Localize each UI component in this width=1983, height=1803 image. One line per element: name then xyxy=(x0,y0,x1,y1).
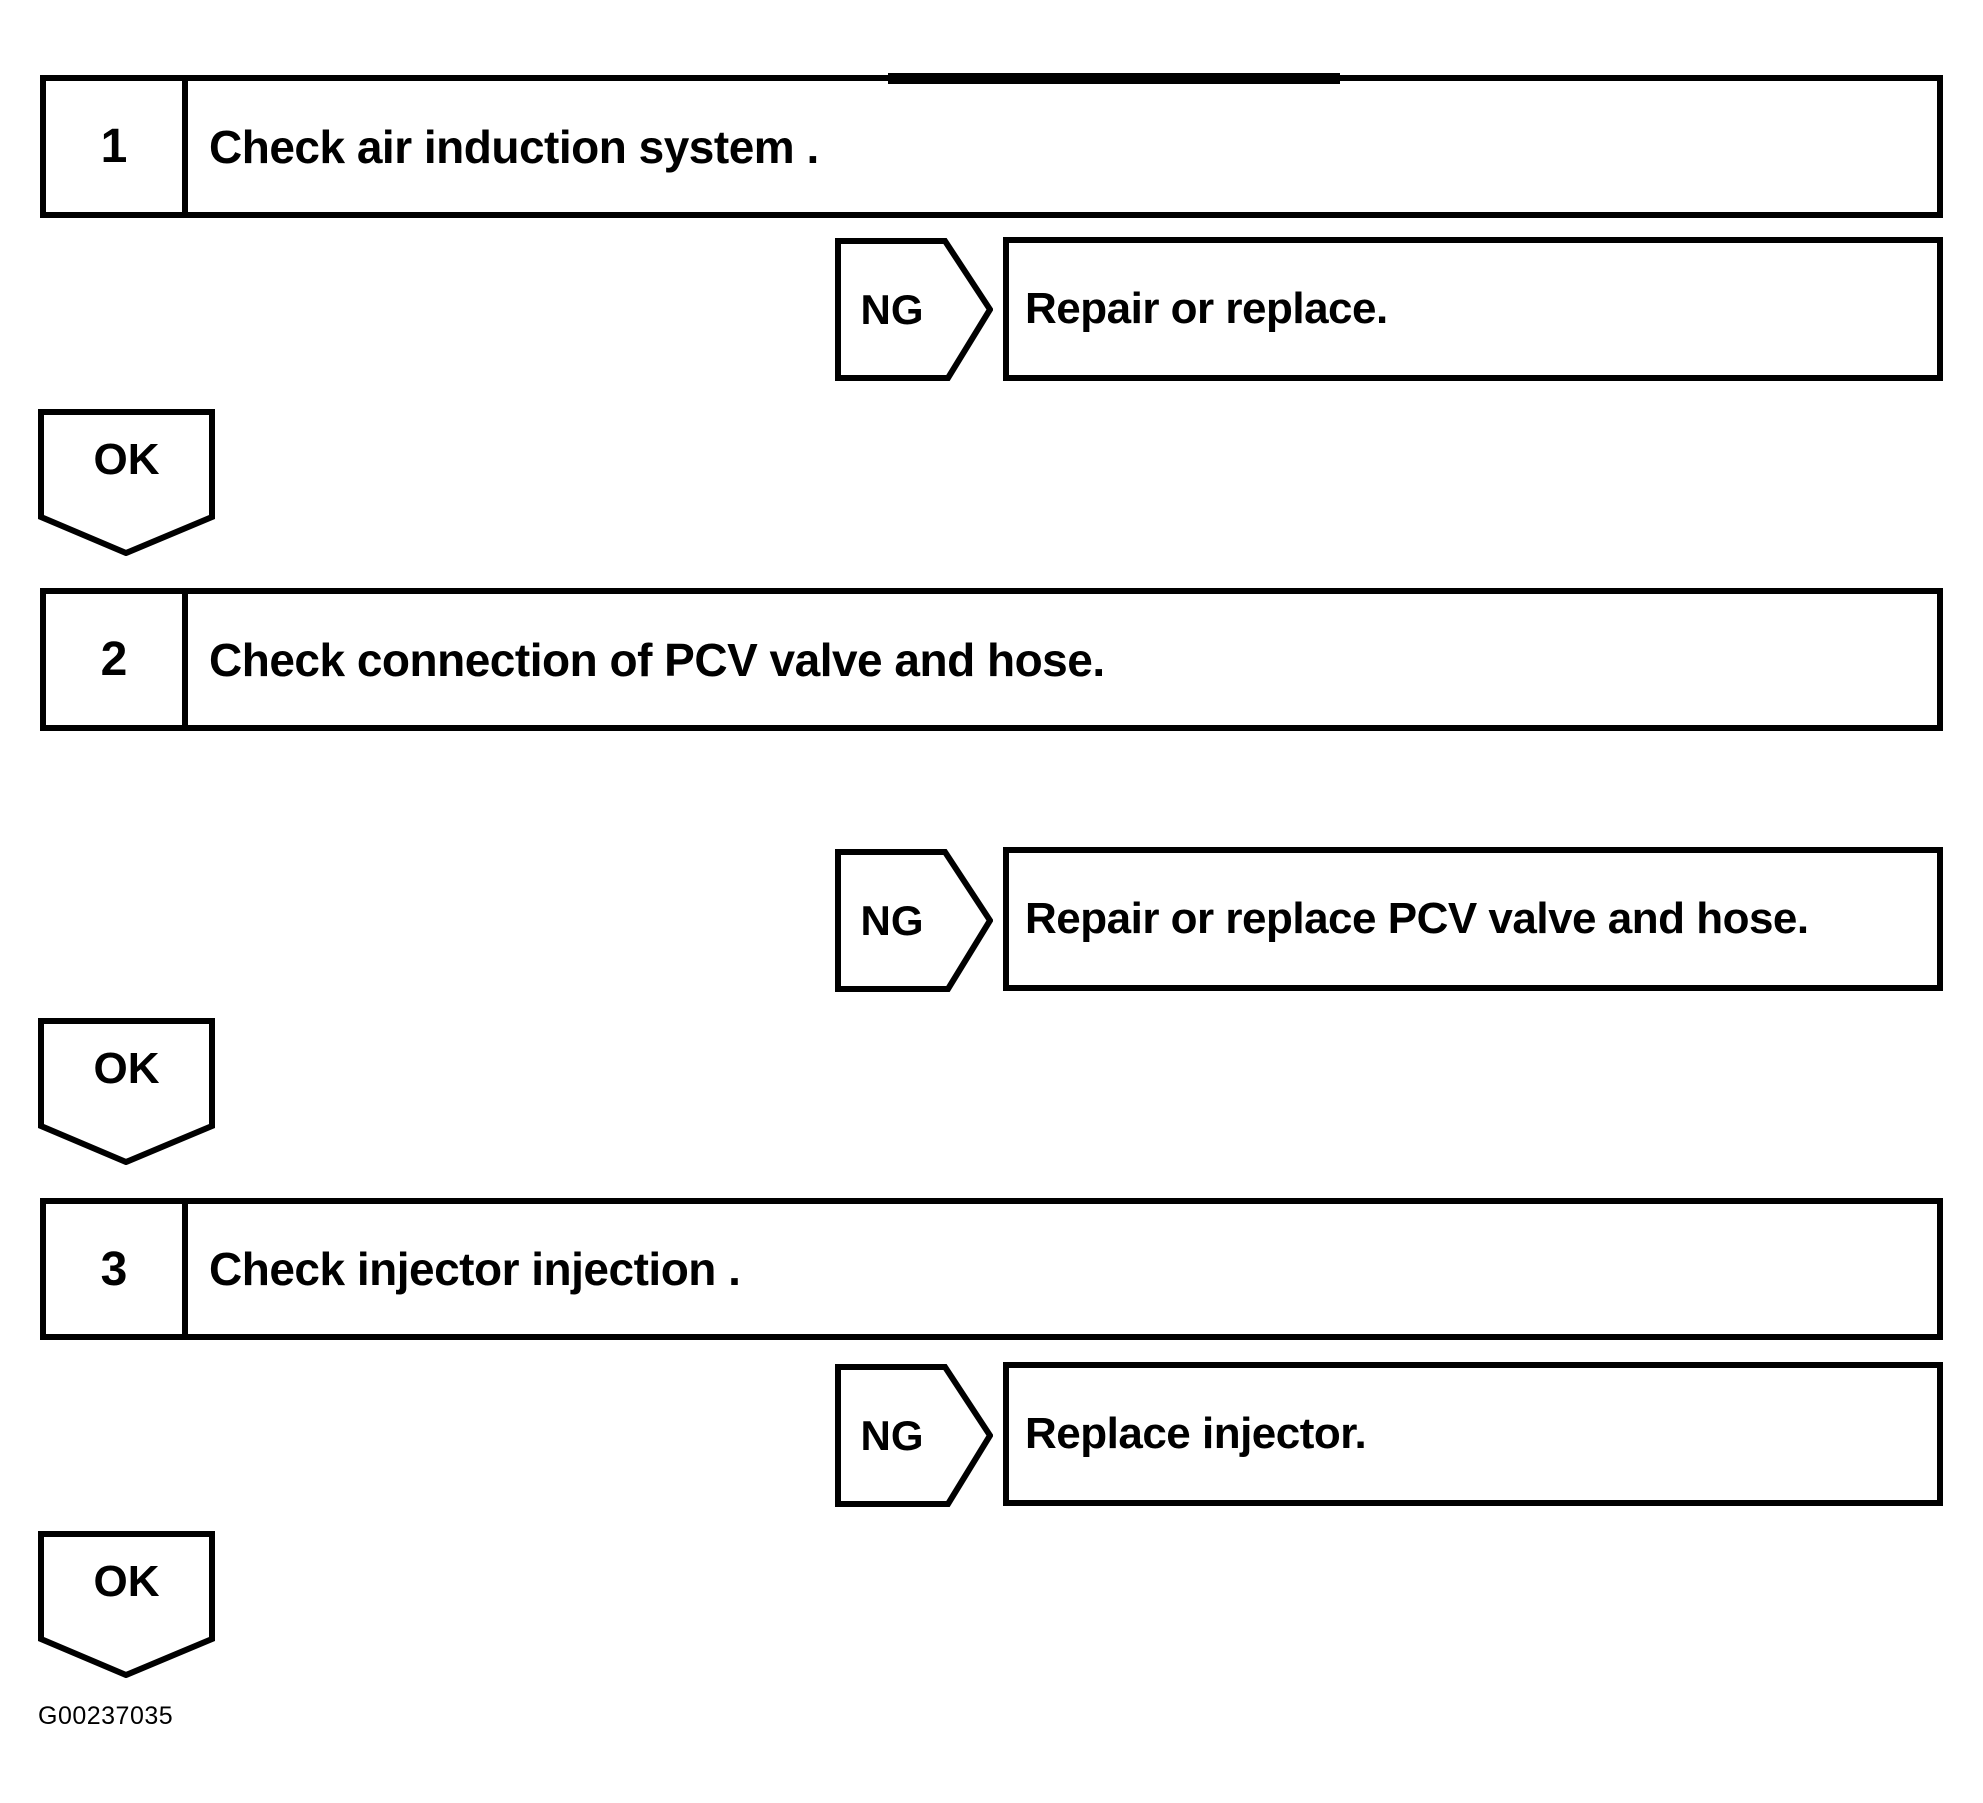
step-2-ok-badge: OK xyxy=(38,1018,215,1165)
step-2-ng-badge: NG xyxy=(835,849,993,992)
figure-code: G00237035 xyxy=(38,1702,174,1730)
step-3-ok-label: OK xyxy=(93,1557,160,1606)
step-3-ng-result-box: Replace injector. xyxy=(1003,1362,1943,1506)
ng-arrow-shape xyxy=(835,1364,993,1507)
step-2-ng-result-box: Repair or replace PCV valve and hose. xyxy=(1003,847,1943,991)
step-2-number: 2 xyxy=(46,594,188,725)
step-1-instruction: Check air induction system . xyxy=(209,120,819,173)
step-3-ng-badge: NG xyxy=(835,1364,993,1507)
step-3-instruction: Check injector injection . xyxy=(209,1243,741,1295)
step-1-ng-badge: NG xyxy=(835,238,993,381)
step-1-ng-result-box: Repair or replace. xyxy=(1003,237,1943,381)
step-1-ok-label: OK xyxy=(93,435,160,484)
step-1-ok-badge: OK xyxy=(38,409,215,556)
step-3-number: 3 xyxy=(46,1204,188,1334)
step-2-ng-result-text: Repair or replace PCV valve and hose. xyxy=(1025,894,1809,943)
step-1-number: 1 xyxy=(46,81,188,212)
step-2-box: 2 Check connection of PCV valve and hose… xyxy=(40,588,1943,731)
ok-pentagon-shape xyxy=(38,409,215,556)
step-1-ng-result-text: Repair or replace. xyxy=(1025,284,1388,333)
step-3-ok-badge: OK xyxy=(38,1531,215,1678)
ng-arrow-shape xyxy=(835,238,993,381)
step-3-ng-label: NG xyxy=(860,1411,924,1459)
step-2-ng-label: NG xyxy=(860,896,924,944)
ng-arrow-shape xyxy=(835,849,993,992)
step-1-ng-label: NG xyxy=(860,285,924,333)
scan-artifact-line xyxy=(888,73,1340,84)
step-3-box: 3 Check injector injection . xyxy=(40,1198,1943,1340)
step-2-instruction: Check connection of PCV valve and hose. xyxy=(209,633,1105,686)
ok-pentagon-shape xyxy=(38,1531,215,1678)
step-3-ng-result-text: Replace injector. xyxy=(1025,1409,1367,1458)
step-2-ok-label: OK xyxy=(93,1044,160,1093)
step-1-box: 1 Check air induction system . xyxy=(40,75,1943,218)
ok-pentagon-shape xyxy=(38,1018,215,1165)
